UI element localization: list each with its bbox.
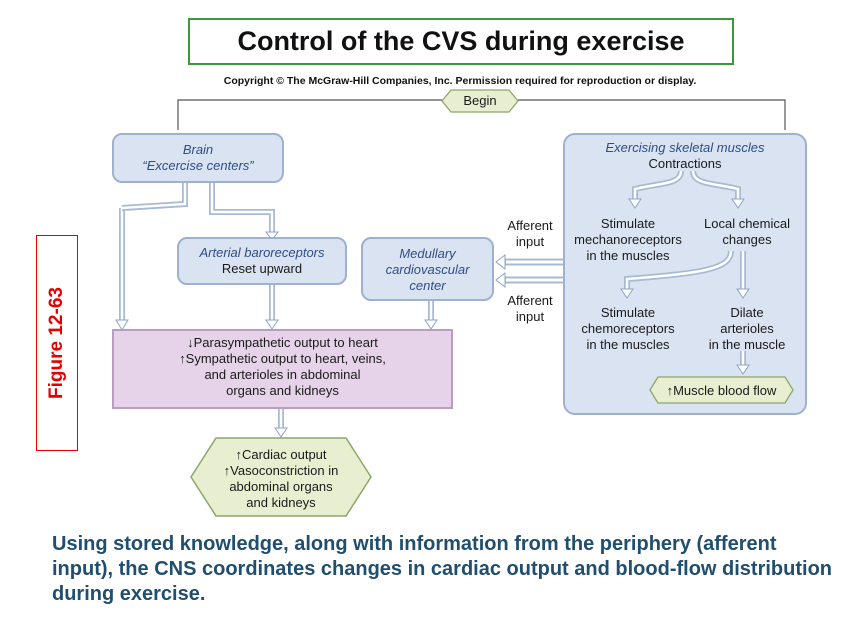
outcome-text: ↑Cardiac output ↑Vasoconstriction in abd… (223, 447, 339, 510)
baroreceptors-subtitle: Reset upward (221, 261, 303, 276)
baroreceptors-box: Arterial baroreceptors Reset upward (177, 237, 347, 285)
organs-line: organs and kidneys (226, 383, 339, 398)
arterioles-line: and arterioles in abdominal (204, 367, 361, 382)
outcome-hexagon (190, 437, 372, 517)
begin-label: Begin (463, 93, 497, 108)
begin-tag (441, 89, 519, 113)
muscles-title: Exercising skeletal muscles (605, 140, 765, 155)
baroreceptors-title: Arterial baroreceptors (199, 245, 325, 260)
stimulate-chemoreceptors: Stimulate chemoreceptors in the muscles (581, 305, 675, 352)
figure-label: Figure 12-63 (36, 235, 78, 451)
brain-subtitle: “Excercise centers” (142, 158, 254, 173)
sympathetic-line: ↑Sympathetic output to heart, veins, (179, 351, 386, 366)
brain-box: Brain “Excercise centers” (112, 133, 284, 183)
muscle-arrows (620, 170, 794, 404)
local-chemical-changes: Local chemical changes (704, 216, 790, 247)
page-title: Control of the CVS during exercise (188, 18, 734, 65)
autonomic-output-box: ↓Parasympathetic output to heart ↑Sympat… (112, 329, 453, 409)
muscles-subtitle: Contractions (648, 156, 722, 171)
parasympathetic-line: ↓Parasympathetic output to heart (187, 335, 378, 350)
brain-title: Brain (182, 142, 214, 157)
summary-text: Using stored knowledge, along with infor… (52, 533, 832, 605)
dilate-arterioles: Dilate arterioles in the muscle (708, 305, 786, 352)
stimulate-mechanoreceptors: Stimulate mechanoreceptors in the muscle… (574, 216, 682, 263)
afferent-input-label-2: Afferent input (507, 293, 553, 324)
muscle-blood-flow-tag: ↑Muscle blood flow (666, 383, 777, 398)
medullary-center-box: Medullary cardiovascular center (361, 237, 494, 301)
copyright-notice: Copyright © The McGraw-Hill Companies, I… (223, 75, 697, 87)
afferent-input-label-1: Afferent input (507, 218, 553, 249)
